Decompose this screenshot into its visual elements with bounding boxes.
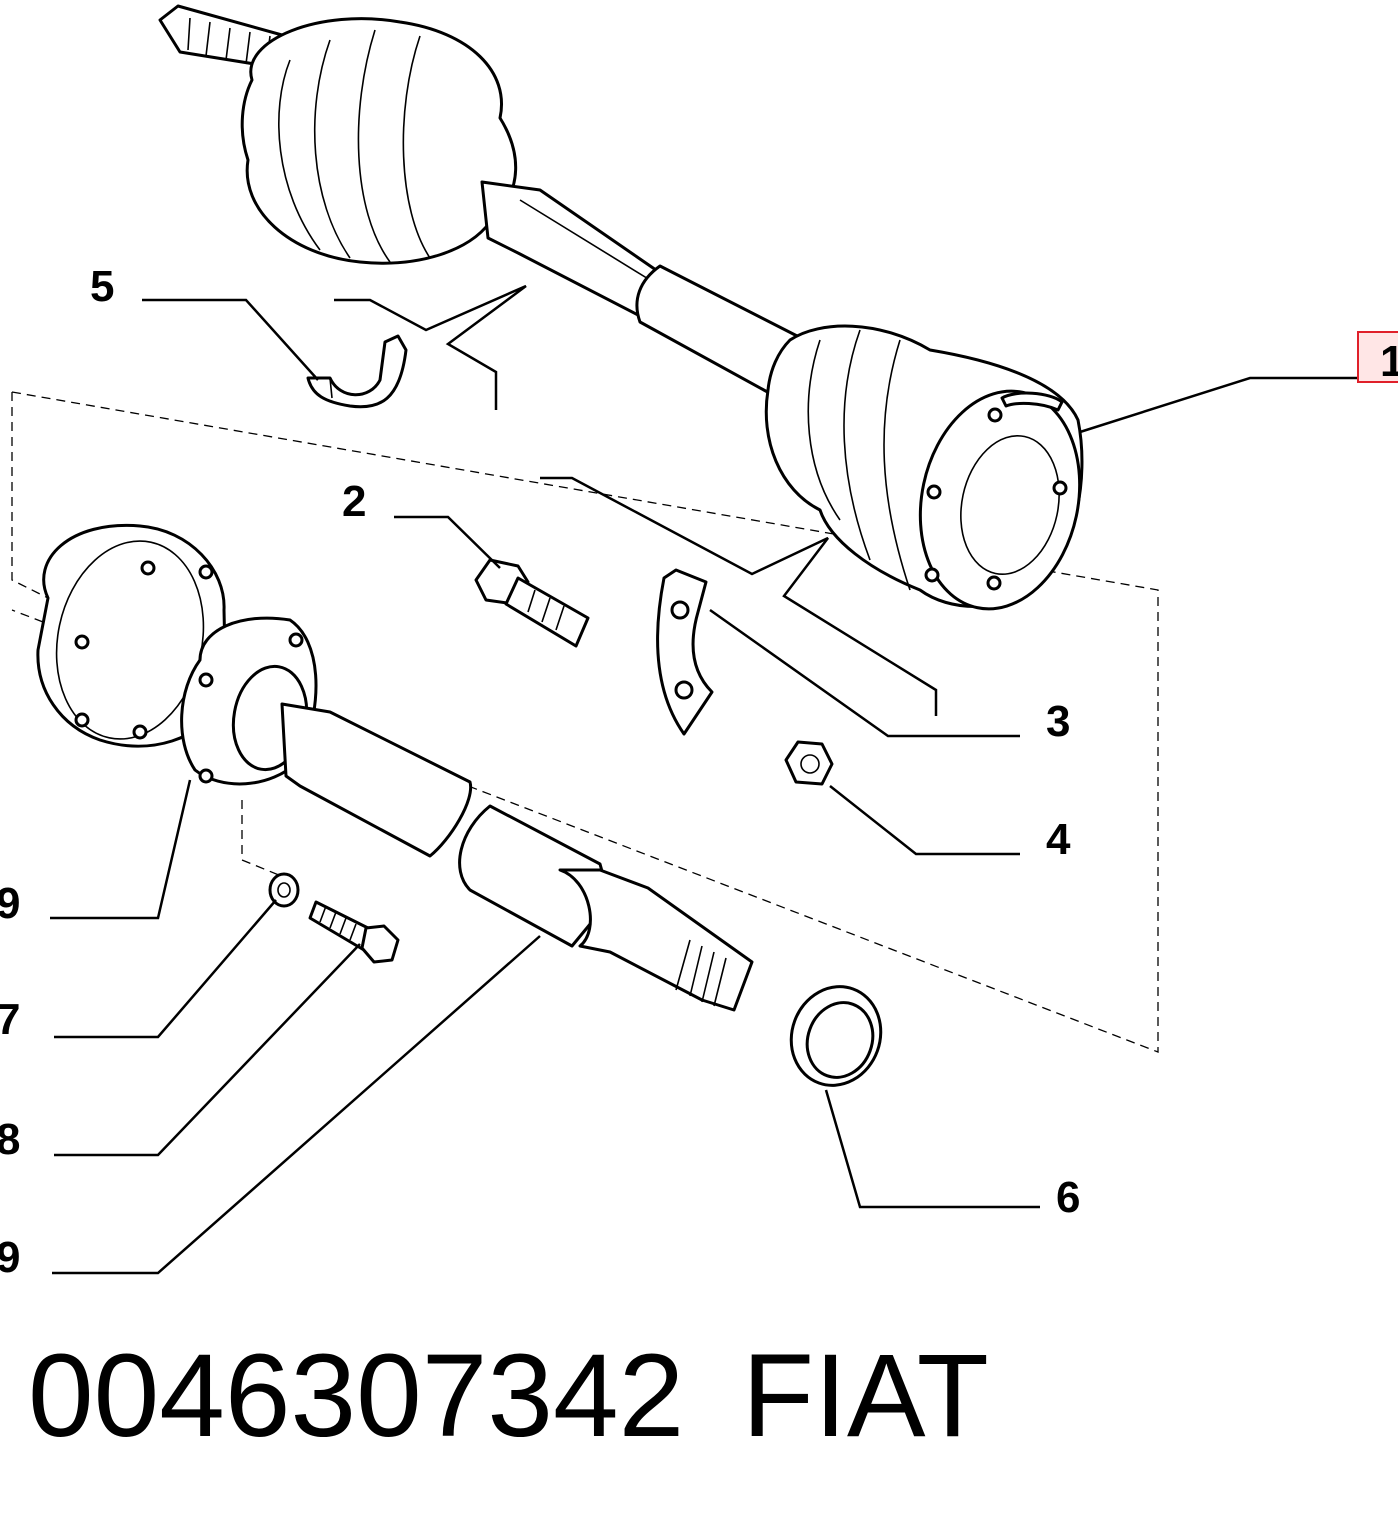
callout-3: 3	[1046, 697, 1070, 746]
part-number: 0046307342	[28, 1330, 684, 1462]
callout-9-upper: 9	[0, 879, 20, 928]
clamp-bracket-part-5	[306, 334, 408, 409]
upper-drive-shaft	[158, 4, 1084, 611]
callout-8: 8	[0, 1115, 20, 1164]
callout-6: 6	[1056, 1173, 1080, 1222]
lower-intermediate-shaft	[36, 523, 754, 1012]
callout-2: 2	[342, 477, 366, 526]
callout-1: 1	[1380, 337, 1398, 386]
callout-7: 7	[0, 995, 20, 1044]
bracket-plate-part-3	[656, 568, 714, 736]
washer-part-7	[268, 872, 300, 908]
bolt-part-2	[474, 558, 590, 648]
footer: 0046307342 FIAT	[28, 1330, 989, 1462]
leader-lines	[50, 284, 1358, 1275]
callout-9-lower: 9	[0, 1233, 20, 1282]
callouts: 1 2 3 4 5 6 7 8 9 9	[0, 262, 1398, 1282]
callout-5: 5	[90, 262, 114, 311]
nut-part-4	[784, 740, 834, 786]
brand-name: FIAT	[742, 1330, 989, 1462]
screw-part-8	[308, 900, 400, 964]
callout-1-highlight-box	[1357, 331, 1398, 383]
callout-4: 4	[1046, 815, 1071, 864]
seal-ring-part-6	[789, 985, 883, 1087]
